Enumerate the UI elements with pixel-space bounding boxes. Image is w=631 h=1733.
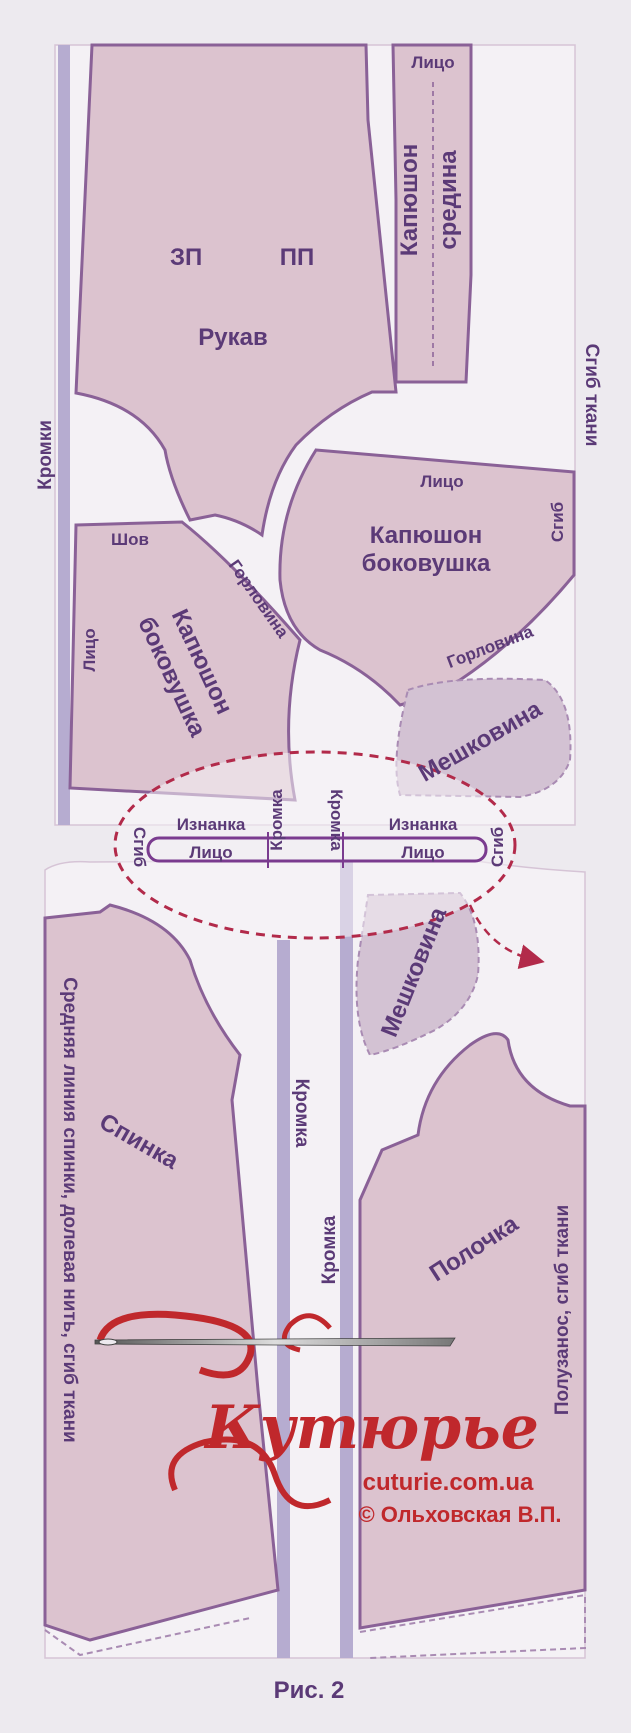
label-rukav: Рукав (198, 324, 267, 351)
hood-center-piece (391, 43, 473, 384)
label-kromka-schematic-left: Кромка (267, 789, 286, 851)
label-sgib-schematic-right: Сгиб (488, 827, 507, 867)
label-front-fold: Полузанос, сгиб ткани (552, 1205, 573, 1415)
label-fold-of-fabric-right: Сгиб ткани (581, 344, 602, 447)
label-sgib-hood-right: Сгиб (548, 502, 567, 542)
label-kapushon-side-right-2: боковушка (362, 550, 491, 577)
needle-icon (94, 1337, 456, 1347)
front-piece (358, 1032, 587, 1630)
label-kapushon-side-right-1: Капюшон (370, 522, 482, 549)
front-hem-allowance (359, 1593, 586, 1659)
label-iznanka-right: Изнанка (389, 815, 458, 834)
brand-site: cuturie.com.ua (363, 1469, 534, 1496)
label-kromka-schematic-right: Кромка (327, 789, 346, 851)
top-selvage-strip (58, 45, 70, 825)
label-iznanka-left: Изнанка (177, 815, 246, 834)
pocket-lining-top-piece (395, 677, 572, 799)
label-selvage-2: Кромка (319, 1215, 340, 1284)
logo-swirl-1 (96, 1310, 255, 1379)
label-kapushon-center-2: средина (435, 150, 462, 250)
label-litso-hood-right: Лицо (420, 472, 463, 491)
label-back-center-line: Средняя линия спинки, долевая нить, сгиб… (59, 977, 80, 1442)
sleeve-piece (74, 43, 398, 538)
label-selvage-1: Кромка (291, 1079, 312, 1148)
label-litso-hood-left: Лицо (80, 628, 99, 671)
label-selvages: Кромки (35, 420, 56, 490)
fold-schematic-loop (146, 836, 488, 863)
fold-diagram-oval (113, 750, 517, 940)
needle-eye (98, 1338, 118, 1346)
hood-side-right-piece (278, 448, 576, 707)
bottom-selvage-right (340, 860, 353, 1658)
brand-logo: Кутюрье (94, 1310, 539, 1510)
back-hem-allowance (44, 1617, 251, 1657)
fold-arrow (468, 904, 545, 969)
label-zp: ЗП (170, 244, 202, 271)
label-sgib-schematic-left: Сгиб (130, 827, 149, 867)
pocket-lining-bottom-piece (355, 891, 480, 1057)
label-pp: ПП (280, 244, 315, 271)
brand-name: Кутюрье (203, 1393, 539, 1463)
logo-swirl-2 (168, 1436, 332, 1510)
label-kapushon-center-1: Капюшон (396, 144, 423, 256)
bottom-selvage-left (277, 940, 290, 1658)
label-litso-schematic-right: Лицо (401, 843, 444, 862)
logo-swirl-3 (281, 1313, 332, 1353)
label-seam: Шов (111, 530, 149, 549)
back-piece (43, 903, 280, 1642)
label-litso-hood-center: Лицо (411, 53, 454, 72)
brand-copyright: © Ольховская В.П. (358, 1502, 561, 1527)
label-litso-schematic-left: Лицо (189, 843, 232, 862)
figure-caption: Рис. 2 (274, 1677, 345, 1704)
